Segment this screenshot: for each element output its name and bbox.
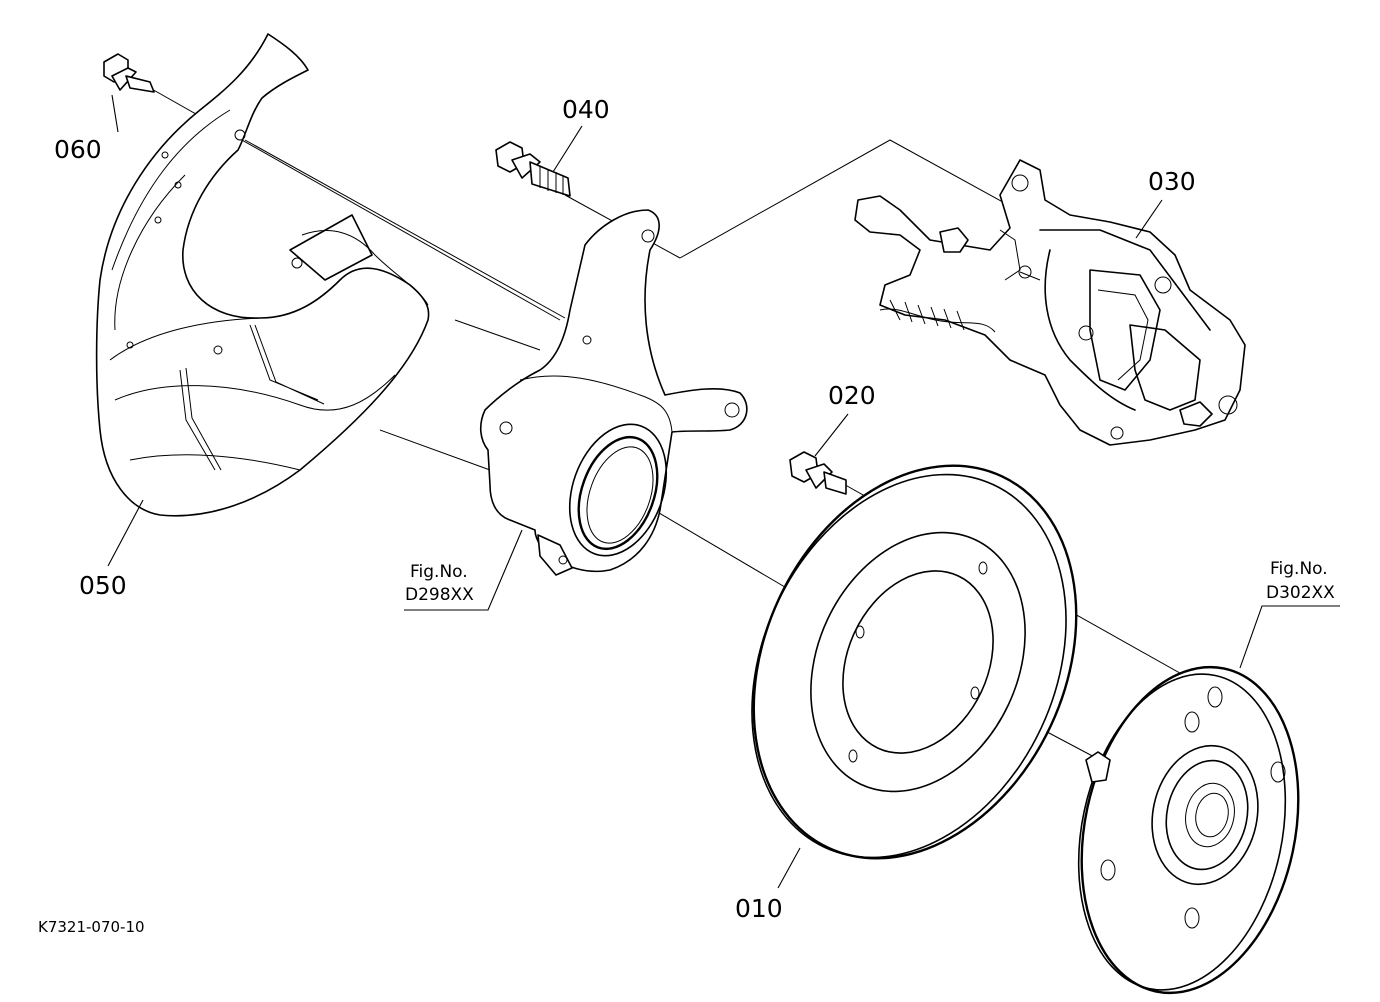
label-030: 030: [1148, 167, 1196, 196]
figure-references: Fig.No. D298XX Fig.No. D302XX: [405, 559, 1335, 605]
label-050: 050: [79, 571, 127, 600]
bolt-060: [103, 53, 155, 93]
fig-ref-left-line1: Fig.No.: [410, 562, 468, 582]
drawing-code: K7321-070-10: [38, 918, 145, 936]
brake-caliper-030: [854, 159, 1246, 446]
fig-ref-right-line1: Fig.No.: [1270, 559, 1328, 579]
fig-ref-right-line2: D302XX: [1266, 583, 1335, 603]
part-labels: 060 040 030 020 050 010: [54, 95, 1196, 923]
brake-disc-010: [751, 464, 1078, 860]
leader-lines: [107, 94, 1340, 889]
label-020: 020: [828, 381, 876, 410]
label-060: 060: [54, 135, 102, 164]
dust-shield-050: [95, 33, 430, 517]
label-010: 010: [735, 894, 783, 923]
bolt-040: [495, 141, 571, 197]
label-040: 040: [562, 95, 610, 124]
fig-ref-left-line2: D298XX: [405, 585, 474, 605]
wheel-hub: [1077, 665, 1300, 995]
steering-knuckle: [479, 209, 748, 576]
bolt-020: [789, 451, 847, 495]
